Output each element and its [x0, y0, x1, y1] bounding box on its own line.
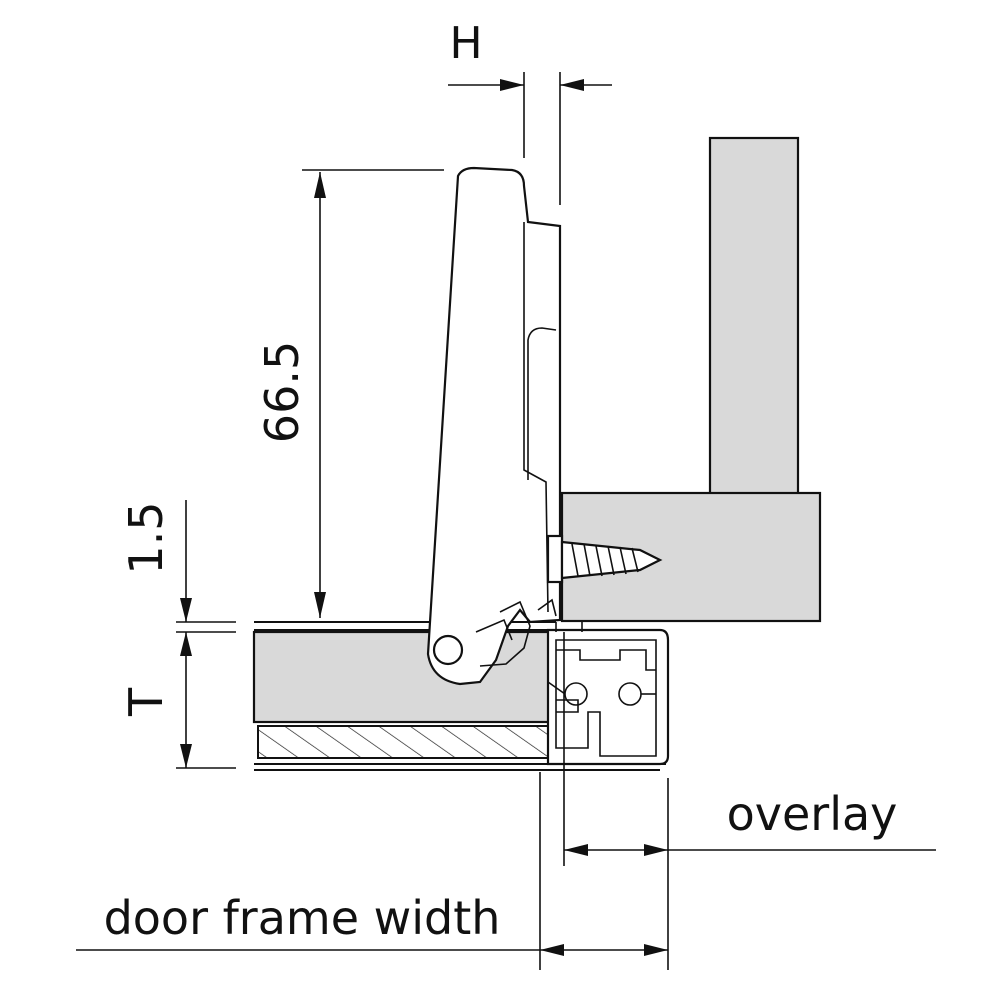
hinge-height-label: 66.5 [255, 341, 309, 443]
dimension-hinge-height: 66.5 [255, 169, 444, 618]
thickness-label: T [119, 687, 173, 717]
overlay-label: overlay [727, 787, 898, 841]
mounting-screw [546, 534, 663, 584]
dimension-thickness: T [119, 632, 236, 769]
dimension-overlay: overlay [563, 632, 936, 970]
glass-pane [254, 725, 666, 771]
dimension-door-frame-width: door frame width [76, 772, 668, 970]
dimension-h: H [448, 18, 612, 205]
door-frame-profile [546, 622, 670, 766]
gap-label: 1.5 [119, 501, 173, 574]
door-frame-width-label: door frame width [104, 891, 501, 945]
h-label: H [449, 18, 482, 69]
hinge-arm [426, 166, 562, 686]
cabinet-side-panel [708, 136, 800, 564]
dimension-gap: 1.5 [119, 500, 236, 633]
